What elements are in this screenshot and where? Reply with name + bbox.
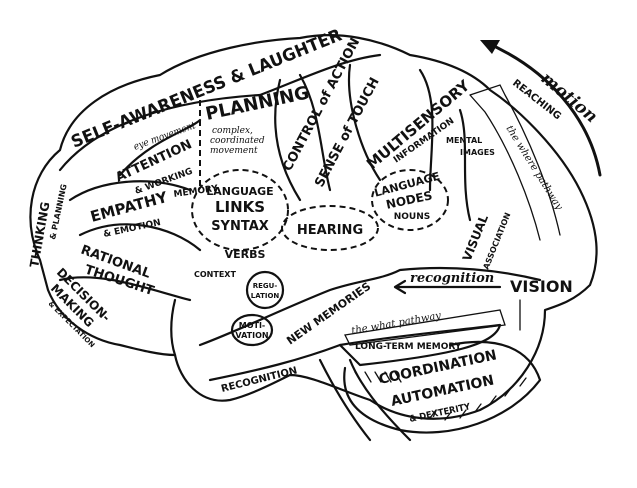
label-language-links-1: LANGUAGE	[206, 185, 273, 198]
brain-outline	[29, 34, 598, 420]
hearing-region	[281, 205, 379, 251]
label-links: LINKS	[215, 198, 265, 216]
what-pathway-arrow	[344, 299, 521, 346]
label-nouns: NOUNS	[394, 212, 431, 222]
regulation-region	[245, 270, 285, 310]
label-context: CONTEXT	[194, 270, 236, 279]
label-images: IMAGES	[460, 148, 495, 157]
recognition-arrow	[393, 279, 502, 295]
language-links-region	[191, 169, 289, 251]
label-planning-sub3: movement	[210, 146, 258, 156]
label-vision: VISION	[510, 277, 573, 296]
motion-arrowhead	[480, 40, 500, 54]
language-nodes-region	[371, 169, 449, 231]
motivation-region	[230, 313, 274, 347]
cerebellum	[343, 340, 542, 434]
label-regu: REGU-	[253, 282, 278, 290]
label-syntax: SYNTAX	[211, 219, 269, 234]
label-long-term-memory: LONG-TERM MEMORY	[355, 342, 462, 352]
label-vation: VATION	[235, 331, 268, 340]
label-verbs: VERBS	[225, 248, 266, 261]
label-multisensory: MULTISENSORY	[363, 76, 474, 173]
label-where-pathway: the where pathway	[503, 124, 564, 213]
label-dexterity: & DEXTERITY	[409, 402, 472, 425]
motion-arrow	[483, 40, 602, 177]
cerebellum-hatch	[354, 371, 527, 421]
label-planning-sub1: complex,	[212, 126, 253, 136]
label-recognition-small: recognition	[410, 271, 494, 286]
label-emotion: & EMOTION	[103, 218, 162, 240]
label-hearing: HEARING	[297, 223, 363, 238]
temporal-lobe	[198, 266, 542, 382]
sulcus-lines	[58, 53, 472, 357]
long-term-memory-region	[338, 323, 502, 367]
label-lation: LATION	[251, 292, 280, 300]
label-planning-sub2: coordinated	[210, 136, 265, 146]
label-and-planning: & PLANNING	[48, 183, 69, 240]
label-motion: motion	[537, 69, 601, 128]
label-mental: MENTAL	[446, 136, 482, 145]
where-pathway-arrow	[469, 84, 561, 241]
label-moti: MOTI-	[239, 321, 266, 330]
